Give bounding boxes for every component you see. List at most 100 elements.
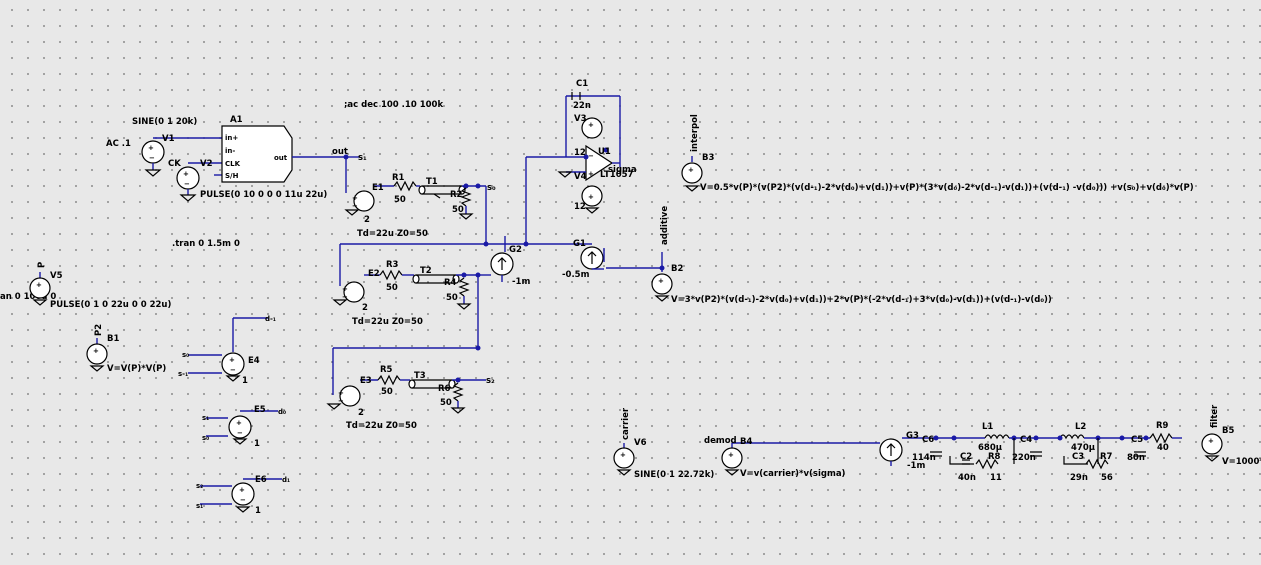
- net-out-label: out: [332, 147, 348, 157]
- svg-text:−: −: [240, 496, 246, 504]
- svg-text:U1: U1: [598, 147, 611, 157]
- svg-text:29n: 29n: [1070, 473, 1088, 483]
- svg-text:40n: 40n: [958, 473, 976, 483]
- svg-text:50: 50: [452, 205, 464, 215]
- b4-behavioral-source[interactable]: +: [721, 442, 880, 476]
- svg-text:+: +: [239, 486, 245, 494]
- svg-text:V=v(carrier)*v(sigma): V=v(carrier)*v(sigma): [740, 469, 846, 479]
- svg-text:V4: V4: [574, 172, 587, 182]
- ac-directive[interactable]: ;ac dec 100 .10 100k: [344, 100, 443, 110]
- svg-text:s-₁: s-₁: [178, 370, 188, 378]
- delay-stage-2[interactable]: + −: [332, 241, 489, 349]
- g1-transconductance[interactable]: [526, 243, 665, 271]
- svg-text:1: 1: [242, 376, 248, 386]
- svg-text:C4: C4: [1020, 435, 1032, 445]
- svg-text:V6: V6: [634, 438, 647, 448]
- v2-source[interactable]: + −: [176, 162, 222, 202]
- svg-text:1: 1: [255, 506, 261, 516]
- svg-text:50: 50: [386, 283, 398, 293]
- b3-expression: V=0.5*v(P)*(v(P2)*(v(d-₁)-2*v(d₀)+v(d₁))…: [700, 183, 1194, 193]
- svg-text:V=V(P)*V(P): V=V(P)*V(P): [107, 364, 166, 374]
- svg-text:E6: E6: [255, 475, 267, 485]
- svg-text:C6: C6: [922, 435, 934, 445]
- svg-text:sigma: sigma: [608, 165, 637, 175]
- svg-text:demod: demod: [704, 436, 737, 446]
- svg-text:G2: G2: [509, 245, 522, 255]
- svg-text:G1: G1: [573, 239, 586, 249]
- svg-text:R7: R7: [1100, 452, 1113, 462]
- svg-text:s₁: s₁: [202, 414, 209, 422]
- svg-text:R4: R4: [444, 278, 457, 288]
- svg-text:s₀: s₀: [182, 351, 189, 359]
- svg-text:in-: in-: [225, 147, 235, 155]
- svg-text:s₁: s₁: [358, 153, 367, 163]
- e6-difference[interactable]: + −: [200, 478, 282, 513]
- svg-text:−: −: [149, 154, 155, 162]
- v5-source[interactable]: +: [29, 272, 51, 306]
- svg-text:+: +: [688, 166, 694, 174]
- e4-difference[interactable]: + −: [188, 317, 268, 382]
- e5-difference[interactable]: + −: [206, 410, 278, 445]
- svg-text:R2: R2: [450, 190, 463, 200]
- a1-name: A1: [230, 115, 243, 125]
- svg-text:C5: C5: [1131, 435, 1143, 445]
- svg-text:C1: C1: [576, 79, 588, 89]
- svg-text:LT1057: LT1057: [600, 170, 634, 180]
- svg-text:C2: C2: [960, 452, 972, 462]
- svg-text:s₁: s₁: [196, 502, 203, 510]
- svg-text:+: +: [338, 389, 344, 397]
- tran-directive-partial[interactable]: an 0 100u 0: [0, 292, 56, 302]
- b3-behavioral-source[interactable]: +: [681, 156, 703, 192]
- svg-text:R8: R8: [988, 452, 1001, 462]
- svg-text:V3: V3: [574, 114, 587, 124]
- svg-text:T3: T3: [414, 371, 426, 381]
- svg-text:T1: T1: [426, 177, 438, 187]
- svg-text:40: 40: [1157, 443, 1169, 453]
- svg-text:P2: P2: [94, 324, 104, 336]
- svg-text:B2: B2: [671, 264, 683, 274]
- svg-text:+: +: [352, 194, 358, 202]
- svg-text:−: −: [237, 429, 243, 437]
- svg-text:C3: C3: [1072, 452, 1084, 462]
- svg-text:Td=22u Z0=50: Td=22u Z0=50: [357, 229, 428, 239]
- svg-text:2: 2: [362, 303, 368, 313]
- svg-text:−: −: [588, 152, 594, 160]
- b1-behavioral-source[interactable]: +: [86, 338, 108, 372]
- svg-text:L1: L1: [982, 422, 993, 432]
- v2-name: V2: [200, 159, 213, 169]
- svg-text:56: 56: [1101, 473, 1113, 483]
- svg-text:+: +: [229, 356, 235, 364]
- svg-text:50: 50: [446, 293, 458, 303]
- tran-directive[interactable]: .tran 0 1.5m 0: [172, 239, 240, 249]
- delay-stage-3[interactable]: + −: [326, 345, 486, 414]
- b2-behavioral-source[interactable]: +: [651, 252, 673, 302]
- svg-text:R1: R1: [392, 173, 405, 183]
- svg-text:+: +: [1208, 437, 1214, 445]
- svg-text:11: 11: [990, 473, 1002, 483]
- svg-text:114n: 114n: [912, 453, 936, 463]
- svg-text:−: −: [338, 397, 344, 405]
- v1-source[interactable]: + −: [141, 137, 222, 177]
- svg-text:+: +: [342, 285, 348, 293]
- svg-text:CLK: CLK: [225, 160, 241, 168]
- svg-text:B3: B3: [702, 153, 714, 163]
- a1-sample-hold[interactable]: in+ in- CLK S/H out: [221, 125, 293, 183]
- u1-opamp-integrator[interactable]: − + + +: [525, 92, 621, 244]
- svg-text:−: −: [352, 202, 358, 210]
- svg-text:+: +: [36, 281, 42, 289]
- svg-text:s₂: s₂: [486, 376, 495, 386]
- svg-text:E1: E1: [372, 183, 384, 193]
- v6-source[interactable]: +: [613, 443, 635, 476]
- svg-text:50: 50: [394, 195, 406, 205]
- g3-and-filter[interactable]: +: [879, 432, 1223, 470]
- svg-text:-1m: -1m: [907, 461, 925, 471]
- svg-text:E3: E3: [360, 376, 372, 386]
- svg-text:+: +: [588, 121, 594, 129]
- svg-text:12: 12: [574, 202, 586, 212]
- b2-expression: V=3*v(P2)*(v(d-₁)-2*v(d₀)+v(d₁))+2*v(P)*…: [671, 295, 1052, 305]
- svg-text:680µ: 680µ: [978, 443, 1002, 453]
- delay-stage-1[interactable]: + −: [344, 157, 487, 244]
- svg-text:470µ: 470µ: [1071, 443, 1095, 453]
- v1-name: V1: [162, 134, 175, 144]
